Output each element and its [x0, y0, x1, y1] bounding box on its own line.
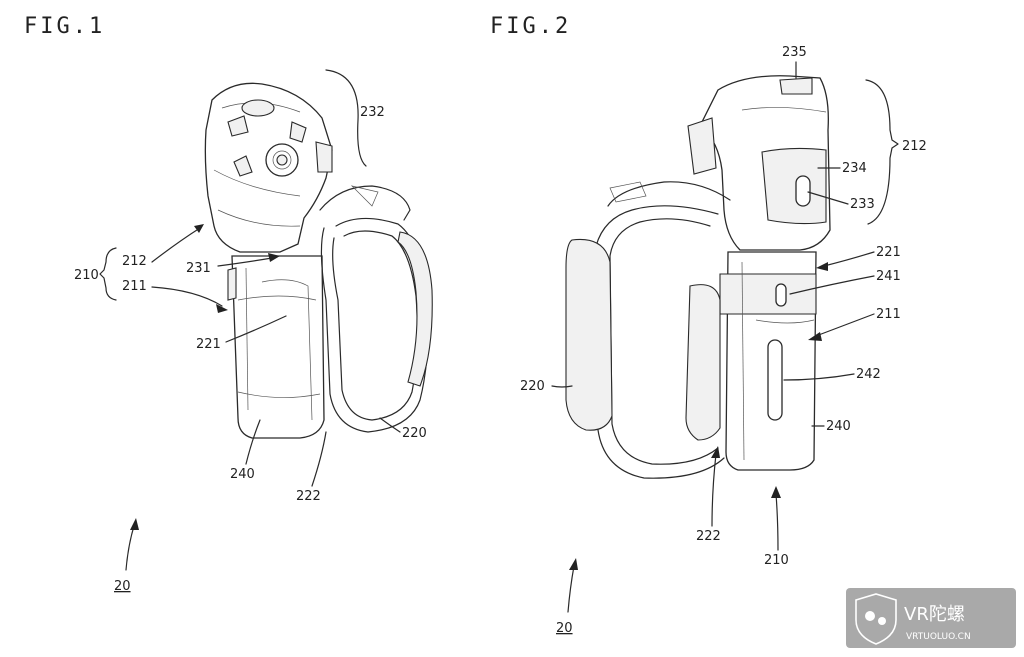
fig2-label-233: 233 [850, 197, 875, 212]
watermark-url: VRTUOLUO.CN [906, 632, 971, 642]
fig2-label-222: 222 [696, 529, 721, 544]
fig1-label-222: 222 [296, 489, 321, 504]
figure-2-title: FIG.2 [490, 14, 571, 39]
fig1-label-211: 211 [122, 279, 147, 294]
figure-2: FIG.2 235 [490, 14, 927, 636]
watermark-box [846, 588, 1016, 648]
fig1-label-232: 232 [360, 105, 385, 120]
fig2-reference-labels: 235 212 234 233 221 241 211 242 220 240 … [520, 45, 927, 636]
wechat-logo-icon [855, 593, 897, 645]
fig1-label-20: 20 [114, 579, 131, 594]
fig2-label-235: 235 [782, 45, 807, 60]
fig2-label-240: 240 [826, 419, 851, 434]
fig1-label-210: 210 [74, 268, 99, 283]
fig2-label-220: 220 [520, 379, 545, 394]
fig2-controller-drawing [565, 75, 831, 479]
fig2-label-241: 241 [876, 269, 901, 284]
fig2-label-221: 221 [876, 245, 901, 260]
fig1-label-221: 221 [196, 337, 221, 352]
watermark: VR陀螺 VRTUOLUO.CN [846, 588, 1016, 648]
fig2-label-211: 211 [876, 307, 901, 322]
fig2-label-242: 242 [856, 367, 881, 382]
fig2-label-234: 234 [842, 161, 867, 176]
fig2-label-20: 20 [556, 621, 573, 636]
fig1-label-240: 240 [230, 467, 255, 482]
fig1-label-231: 231 [186, 261, 211, 276]
fig2-label-210: 210 [764, 553, 789, 568]
watermark-name: VR陀螺 [904, 604, 965, 625]
fig2-label-212: 212 [902, 139, 927, 154]
figure-1: FIG.1 [24, 14, 433, 594]
fig1-reference-labels: 232 212 210 211 231 221 240 222 220 20 [74, 69, 427, 594]
fig1-label-220: 220 [402, 426, 427, 441]
fig1-label-212: 212 [122, 254, 147, 269]
figure-1-title: FIG.1 [24, 14, 105, 39]
fig1-controller-drawing [204, 82, 433, 439]
